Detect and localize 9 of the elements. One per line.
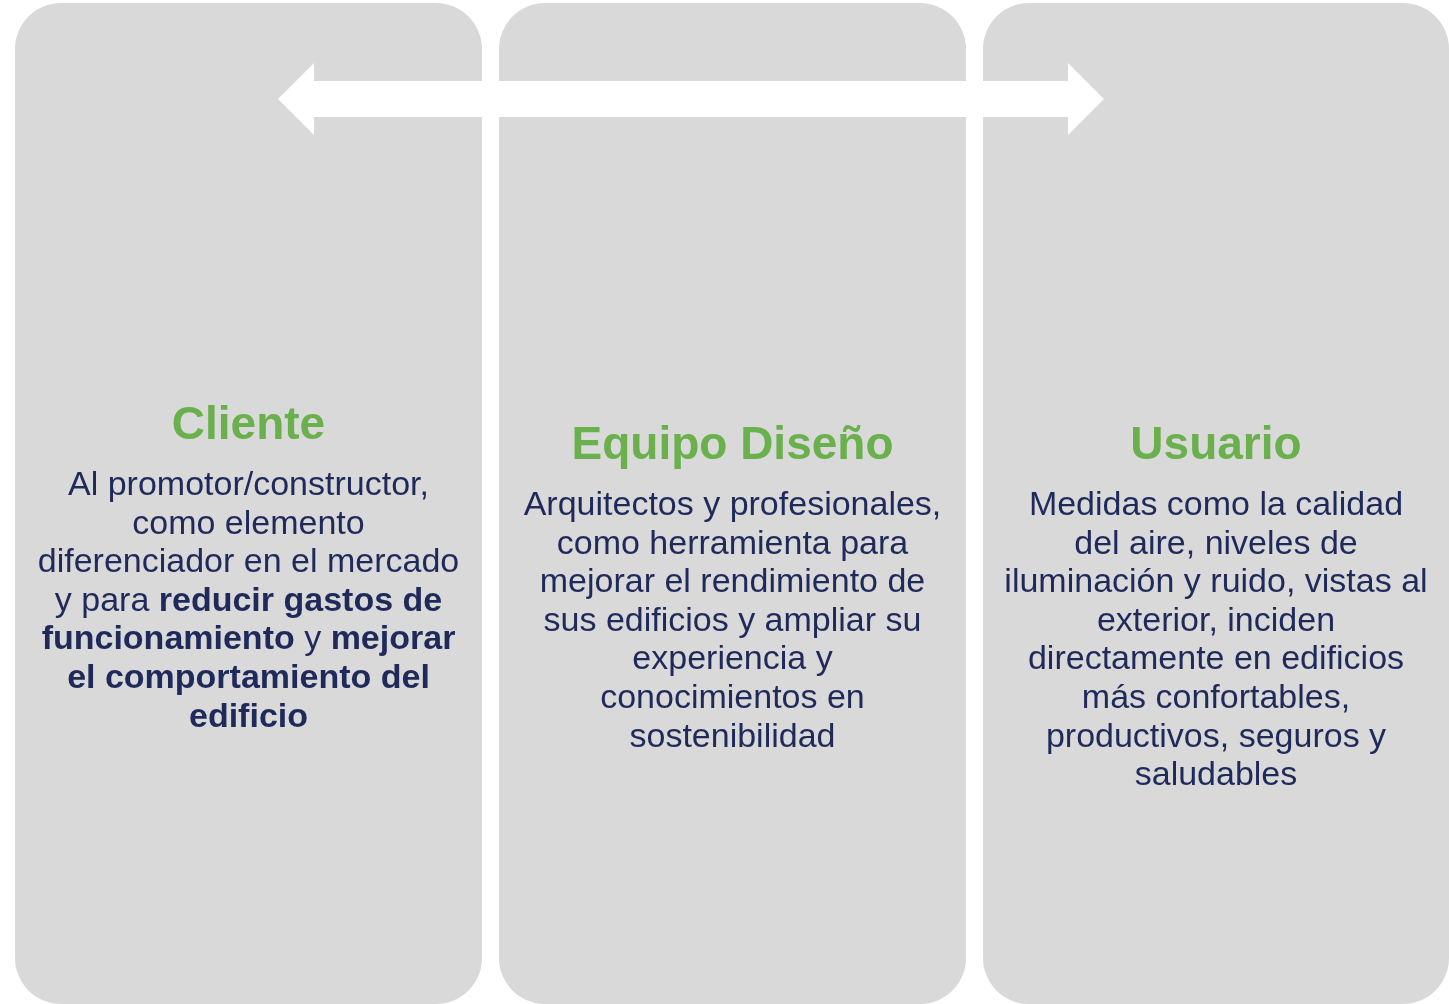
panel-description: Al promotor/constructor, como elemento diferenciador en el mercado y para reducir gastos de funcionamiento y mejorar el comportamiento del edificio xyxy=(36,464,461,735)
panel-heading: Usuario xyxy=(1129,418,1303,468)
panel xyxy=(983,3,1449,1004)
panel-heading: Equipo Diseño xyxy=(570,418,895,468)
panel-description: Arquitectos y profesionales, como herramienta para mejorar el rendimiento de sus edificios y ampliar su experiencia y conocimientos en sostenibilidad xyxy=(522,484,943,755)
panel-heading: Cliente xyxy=(170,398,327,448)
panel xyxy=(499,3,966,1004)
panel xyxy=(15,3,482,1004)
panel-description: Medidas como la calidad del aire, niveles de iluminación y ruido, vistas al exterior, inciden directamente en edificios más confortables, productivos, seguros y saludables xyxy=(1003,484,1429,793)
